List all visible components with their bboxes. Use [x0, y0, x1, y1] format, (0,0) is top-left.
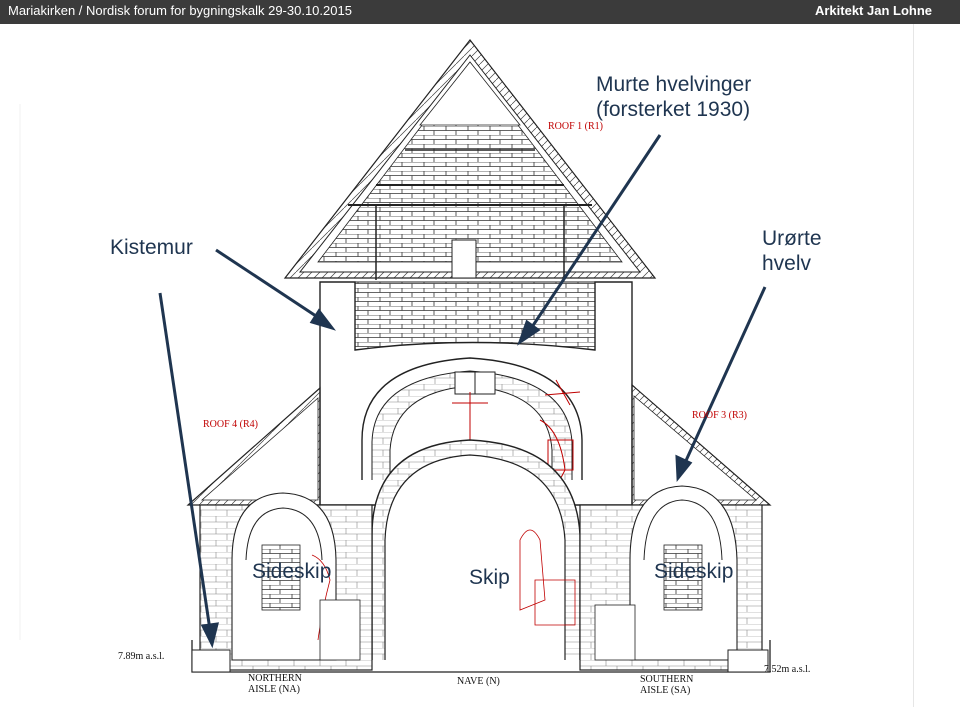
- label-northern-aisle: NORTHERN AISLE (NA): [248, 673, 302, 695]
- annotation-murte-line1: Murte hvelvinger: [596, 73, 752, 96]
- annotation-sideskip-left: Sideskip: [252, 560, 332, 583]
- annotation-urorte-line2: hvelv: [762, 252, 812, 275]
- annotation-urorte: Urørte hvelv: [762, 226, 822, 276]
- label-roof4: ROOF 4 (R4): [203, 419, 259, 430]
- slide-edge: [913, 24, 914, 707]
- annotation-murte-line2: (forsterket 1930): [596, 98, 751, 121]
- label-southern-line1: SOUTHERN: [640, 674, 694, 685]
- church-section-drawing: [19, 39, 772, 673]
- label-nave: NAVE (N): [457, 676, 500, 687]
- header-bar: Mariakirken / Nordisk forum for bygnings…: [0, 0, 960, 24]
- annotation-skip: Skip: [469, 566, 510, 589]
- label-roof1: ROOF 1 (R1): [548, 121, 604, 132]
- annotation-murte: Murte hvelvinger (forsterket 1930): [596, 72, 751, 122]
- annotation-sideskip-right: Sideskip: [654, 560, 734, 583]
- annotation-arrows: [158, 134, 767, 649]
- label-northern-line1: NORTHERN: [248, 673, 302, 684]
- label-roof3: ROOF 3 (R3): [692, 410, 748, 421]
- crucifix-sketch: [452, 379, 581, 501]
- annotation-kistemur: Kistemur: [110, 236, 193, 259]
- label-southern-aisle: SOUTHERN AISLE (SA): [640, 674, 693, 696]
- label-level-left: 7.89m a.s.l.: [118, 651, 165, 662]
- header-author: Arkitekt Jan Lohne: [814, 3, 932, 18]
- main-roof: [283, 39, 657, 280]
- annotation-urorte-line1: Urørte: [762, 227, 822, 250]
- label-southern-line2: AISLE (SA): [640, 685, 691, 696]
- kistemur-wall: [354, 281, 596, 351]
- header-title: Mariakirken / Nordisk forum for bygnings…: [8, 3, 352, 18]
- right-aisle-roof: [631, 383, 772, 506]
- label-northern-line2: AISLE (NA): [248, 684, 300, 695]
- label-level-right: 7.52m a.s.l.: [764, 664, 811, 675]
- left-aisle-roof: [186, 386, 321, 506]
